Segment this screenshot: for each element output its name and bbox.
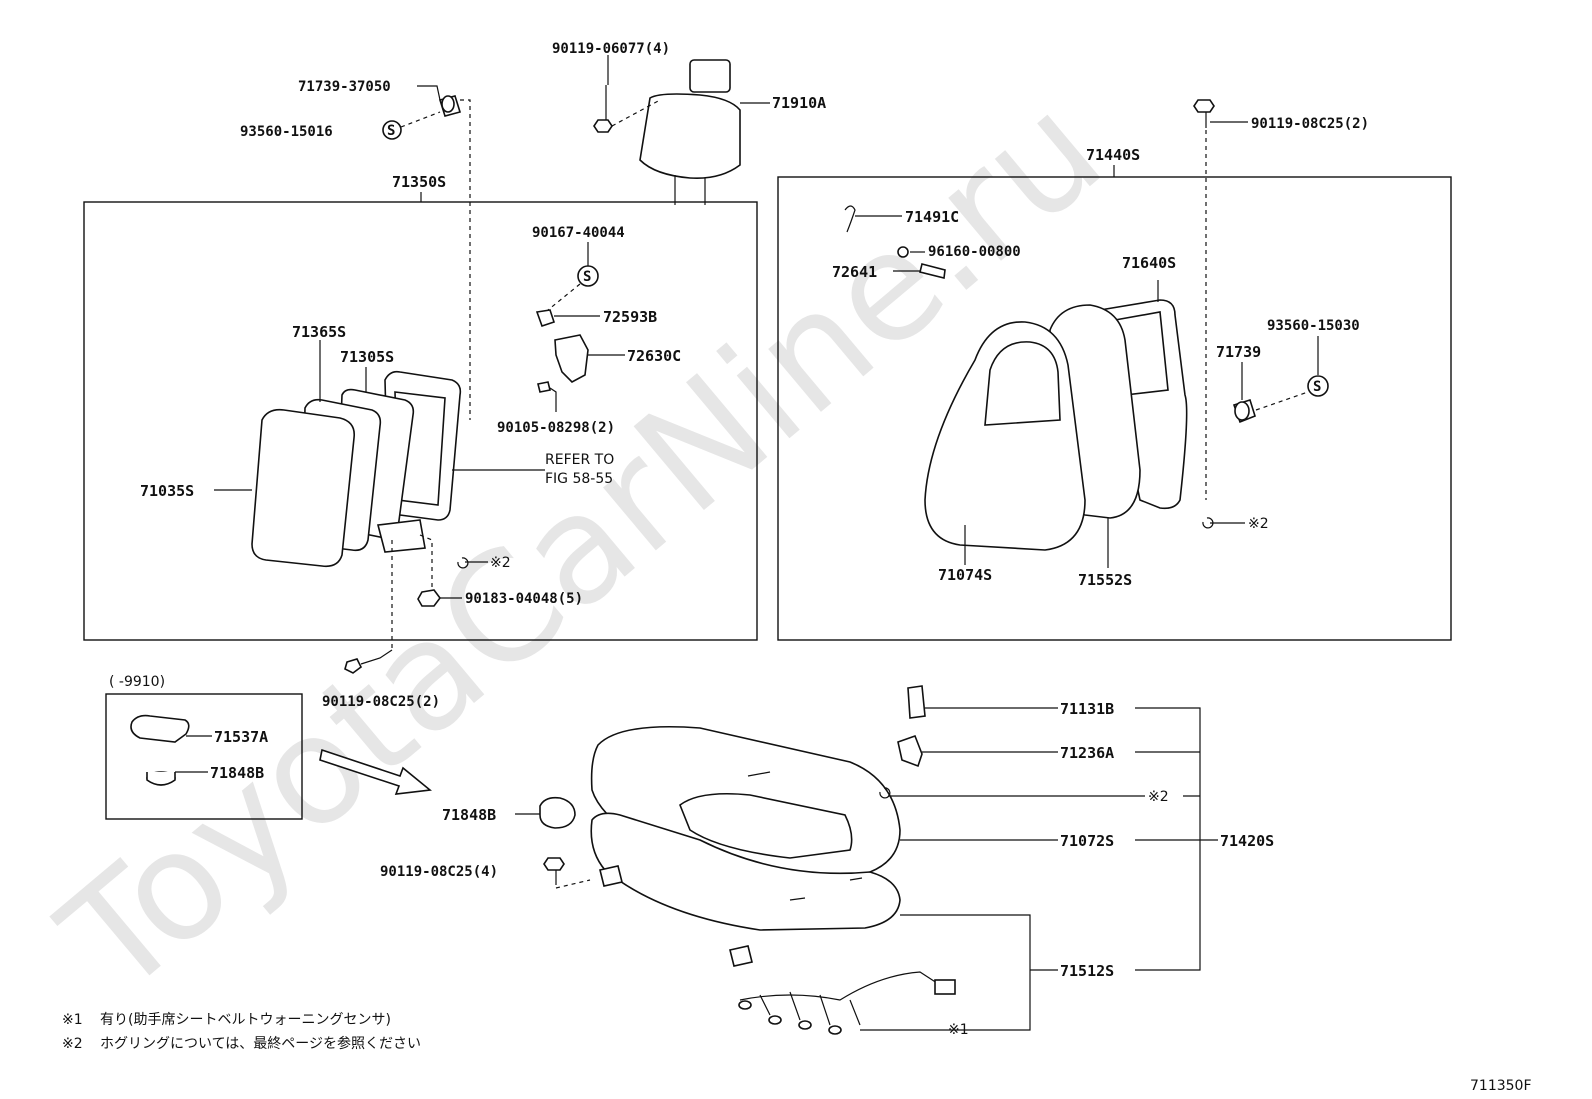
label-71074S: 71074S: [938, 566, 992, 584]
label-93560-15016: 93560-15016: [240, 124, 333, 140]
s-marker-93560-15030: [1307, 375, 1329, 397]
refer-to-line1: REFER TO: [545, 452, 614, 468]
pin-72641: [919, 263, 946, 279]
figure-code: 711350F: [1470, 1078, 1532, 1094]
label-71305S: 71305S: [340, 348, 394, 366]
hog-ring-71491C: [844, 205, 856, 233]
label-71035S: 71035S: [140, 482, 194, 500]
clip-71131B: [907, 685, 926, 719]
assembly-box-71440S: [777, 176, 1452, 641]
note-2-mark: ※2: [62, 1036, 83, 1052]
label-71350S: 71350S: [392, 173, 446, 191]
label-71131B: 71131B: [1060, 700, 1114, 718]
seat-back-cover-71074S: [924, 321, 1086, 551]
bolt-90119-06077: [593, 85, 613, 133]
label-90167-40044: 90167-40044: [532, 225, 625, 241]
note-1-text: 有り(助手席シートベルトウォーニングセンサ): [100, 1012, 391, 1028]
cap-71848B-box: [146, 771, 176, 786]
label-93560-15030: 93560-15030: [1267, 318, 1360, 334]
label-71552S: 71552S: [1078, 571, 1132, 589]
refer-to-line2: FIG 58-55: [545, 471, 613, 487]
label-71910A: 71910A: [772, 94, 826, 112]
seat-belt-sensor-harness: [738, 971, 956, 1035]
label-hog2-left: ※2: [490, 555, 511, 571]
bolt-90119-08C25-left: [344, 658, 363, 674]
svg-text:S: S: [387, 123, 395, 139]
label-90119-08C25-right: 90119-08C25(2): [1251, 116, 1369, 132]
bolt-90119-08C25-4: [543, 857, 565, 885]
hog-ring-left: [457, 557, 469, 569]
seat-back-cover-71035S: [251, 408, 356, 568]
label-90183-04048: 90183-04048(5): [465, 591, 583, 607]
label-90105-08298: 90105-08298(2): [497, 420, 615, 436]
date-range-label: ( -9910): [109, 674, 165, 690]
seat-cushion-pad-71512S: [590, 812, 901, 967]
grommet-71739-37050: [438, 95, 462, 117]
label-hog2-cushion: ※2: [1148, 789, 1169, 805]
label-71236A: 71236A: [1060, 744, 1114, 762]
label-72641: 72641: [832, 263, 877, 281]
label-71537A: 71537A: [214, 728, 268, 746]
label-72630C: 72630C: [627, 347, 681, 365]
headrest: [639, 59, 741, 205]
label-72593B: 72593B: [603, 308, 657, 326]
bracket: [376, 519, 426, 553]
label-71739-37050: 71739-37050: [298, 79, 391, 95]
label-71848B-box: 71848B: [210, 764, 264, 782]
s-marker-93560-15016: [382, 120, 402, 140]
label-71739: 71739: [1216, 343, 1261, 361]
label-sensor1: ※1: [948, 1022, 969, 1038]
label-90119-08C25-left: 90119-08C25(2): [322, 694, 440, 710]
nut-90183-04048: [417, 589, 441, 607]
label-71848B: 71848B: [442, 806, 496, 824]
replacement-arrow: [319, 748, 432, 795]
svg-text:S: S: [1313, 379, 1321, 395]
cap-72593B: [535, 309, 556, 328]
svg-text:S: S: [583, 269, 591, 285]
bolt-90119-08C25-right: [1193, 99, 1215, 128]
label-71640S: 71640S: [1122, 254, 1176, 272]
label-90119-06077: 90119-06077(4): [552, 41, 670, 57]
label-71365S: 71365S: [292, 323, 346, 341]
label-71512S: 71512S: [1060, 962, 1114, 980]
cap-71848B: [539, 796, 576, 829]
note-1-mark: ※1: [62, 1012, 83, 1028]
hog-ring-right: [1202, 517, 1214, 529]
assembly-box-71350S: [83, 201, 758, 641]
bolt-90105-08298: [537, 381, 551, 393]
label-71491C: 71491C: [905, 208, 959, 226]
label-71420S: 71420S: [1220, 832, 1274, 850]
clip-71236A: [897, 734, 923, 768]
label-96160-00800: 96160-00800: [928, 244, 1021, 260]
date-range-box: [105, 693, 303, 820]
label-71072S: 71072S: [1060, 832, 1114, 850]
label-90119-08C25-4: 90119-08C25(4): [380, 864, 498, 880]
grommet-71739: [1232, 398, 1256, 424]
note-2-text: ホグリングについては、最終ページを参照ください: [100, 1035, 421, 1052]
latch-72630C: [554, 334, 589, 383]
label-71440S: 71440S: [1086, 146, 1140, 164]
ring-96160-00800: [897, 246, 909, 258]
pad-71537A: [130, 714, 190, 743]
label-hog2-right: ※2: [1248, 516, 1269, 532]
s-marker-90167-40044: [577, 265, 599, 287]
